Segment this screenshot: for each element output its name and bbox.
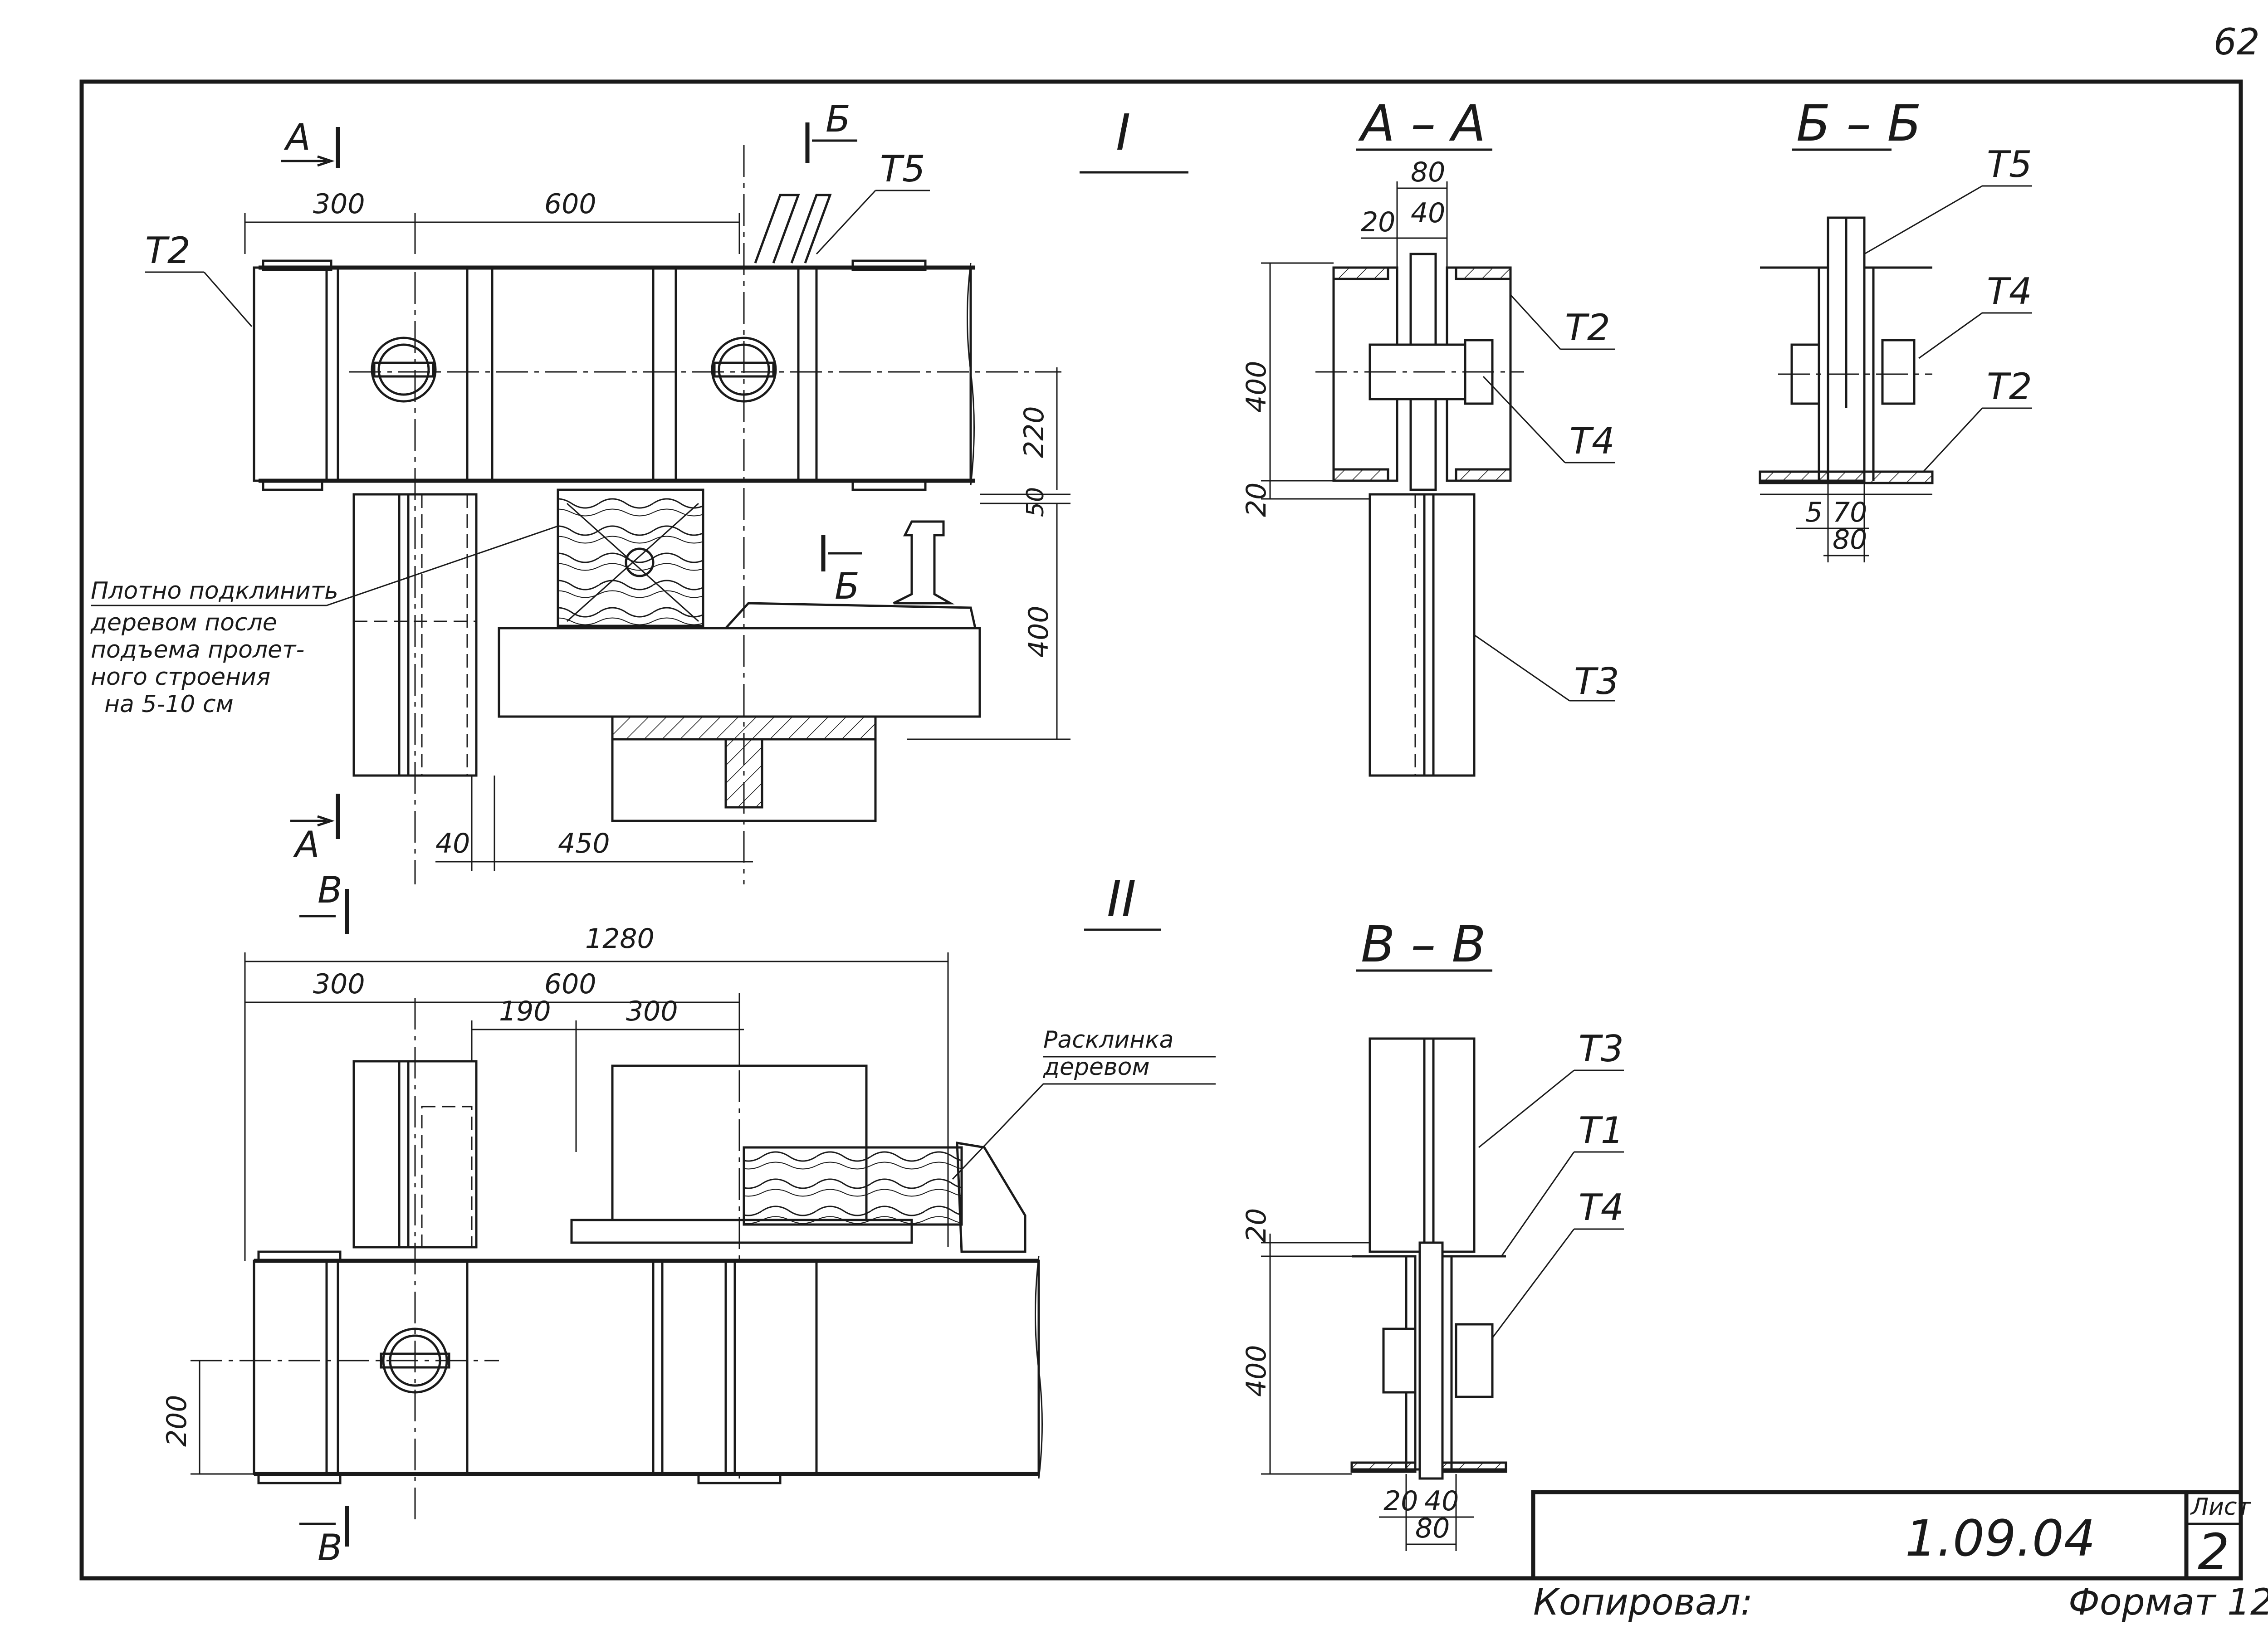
note-ii-line-2: деревом — [1043, 1054, 1150, 1081]
view-1: I А Б 300 600 Т2 Т5 — [90, 98, 1188, 884]
section-mark-b-mid: Б — [835, 565, 860, 607]
dim-bb-5: 5 — [1805, 497, 1823, 528]
section-mark-b-top: Б — [826, 98, 850, 140]
view-2-title: II — [1107, 870, 1136, 928]
section-mark-v-bottom: В — [318, 1527, 342, 1569]
doc-code: 1.09.04 — [1905, 1509, 2096, 1567]
note-ii-line-1: Расклинка — [1043, 1026, 1174, 1054]
page-number: 62 — [2214, 21, 2260, 63]
label-aa-t4: Т4 — [1569, 420, 1615, 462]
format: Формат 12 — [2068, 1581, 2268, 1623]
dim-600-ii: 600 — [544, 968, 596, 1000]
dim-300b: 300 — [626, 995, 678, 1027]
section-mark-a-bottom: А — [293, 824, 320, 866]
label-aa-t2: Т2 — [1565, 307, 1610, 349]
dim-50: 50 — [1022, 487, 1049, 517]
dim-vv-20: 20 — [1241, 1208, 1272, 1243]
dim-300: 300 — [313, 188, 365, 220]
dim-vv-400: 400 — [1241, 1345, 1272, 1397]
section-vv: В – В 20 400 20 40 80 Т3 Т1 — [1241, 915, 1624, 1551]
note-line-4: ного строения — [91, 664, 270, 691]
section-mark-v-top: В — [318, 869, 342, 911]
label-vv-t3: Т3 — [1579, 1028, 1624, 1070]
dim-aa-20: 20 — [1361, 206, 1395, 238]
dim-bb-80: 80 — [1833, 524, 1867, 556]
dim-200: 200 — [161, 1395, 193, 1447]
dim-aa-40: 40 — [1411, 197, 1445, 229]
dim-1280: 1280 — [585, 923, 655, 955]
note-line-1: Плотно подклинить — [91, 577, 338, 605]
label-vv-t1: Т1 — [1579, 1109, 1624, 1152]
label-t2: Т2 — [145, 229, 191, 272]
dim-40: 40 — [435, 828, 470, 859]
dim-aa-80: 80 — [1411, 156, 1445, 188]
dim-bb-70: 70 — [1833, 497, 1867, 528]
copied-by: Копировал: — [1533, 1581, 1753, 1623]
note-line-2: деревом после — [90, 609, 277, 636]
note-line-5: на 5-10 см — [104, 691, 234, 718]
note-line-3: подъема пролет- — [91, 636, 304, 664]
section-bb: Б – Б Т5 Т4 Т2 5 70 80 — [1759, 94, 2032, 562]
dim-vv-40: 40 — [1424, 1485, 1459, 1517]
dim-450: 450 — [558, 828, 610, 859]
dim-vv-20b: 20 — [1383, 1485, 1418, 1517]
label-aa-t3: Т3 — [1574, 660, 1619, 703]
label-bb-t5: Т5 — [1987, 143, 2032, 185]
dim-400: 400 — [1023, 605, 1055, 658]
sheet-label: Лист — [2190, 1493, 2251, 1521]
dim-aa-20b: 20 — [1241, 483, 1272, 517]
section-mark-a-top: А — [284, 116, 311, 158]
label-bb-t2: Т2 — [1987, 366, 2032, 408]
dim-600: 600 — [544, 188, 596, 220]
dim-300-ii: 300 — [313, 968, 365, 1000]
view-1-title: I — [1116, 103, 1130, 161]
label-vv-t4: Т4 — [1579, 1186, 1624, 1229]
section-bb-title: Б – Б — [1796, 94, 1921, 152]
dim-aa-400: 400 — [1241, 361, 1272, 413]
section-aa-title: А – А — [1358, 94, 1486, 152]
sheet-number: 2 — [2198, 1523, 2229, 1581]
dim-190: 190 — [499, 995, 551, 1027]
dim-220: 220 — [1018, 406, 1050, 458]
title-block: 1.09.04 Лист 2 — [1531, 1490, 2251, 1581]
label-t5: Т5 — [880, 148, 925, 190]
section-vv-title: В – В — [1361, 915, 1486, 973]
drawing-frame — [79, 79, 2243, 1581]
section-aa: А – А 80 20 40 400 20 Т2 — [1241, 94, 1619, 777]
label-bb-t4: Т4 — [1987, 270, 2032, 312]
dim-vv-80: 80 — [1415, 1513, 1450, 1544]
view-2: II В 1280 300 600 190 300 Расклинка дере… — [161, 869, 1216, 1569]
